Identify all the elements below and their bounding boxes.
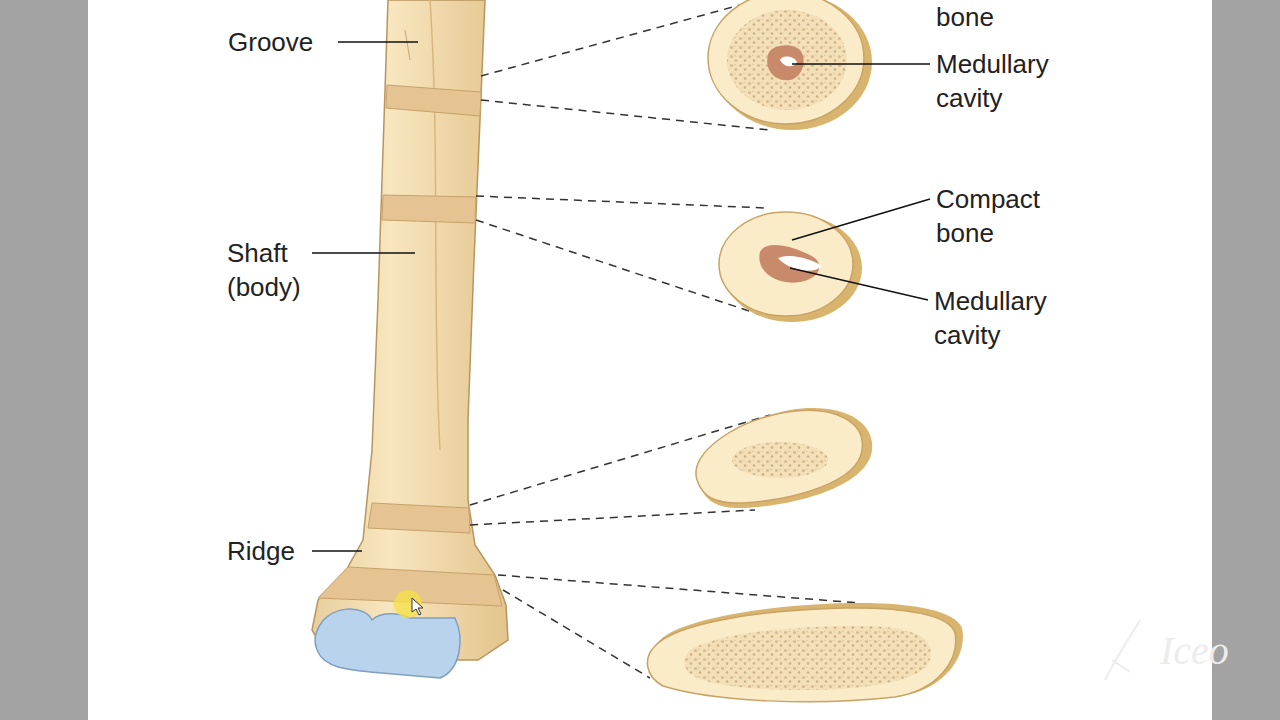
part-label: Ridge	[227, 534, 317, 568]
white-panel	[88, 0, 1212, 720]
part-label: Compact bone	[936, 182, 1086, 250]
part-label: Medullary cavity	[936, 47, 1086, 115]
part-label: Groove	[228, 25, 338, 59]
watermark: Iceo	[1160, 628, 1270, 674]
part-label: Medullary cavity	[934, 284, 1084, 352]
part-label: bone	[936, 0, 1086, 34]
part-label: Shaft (body)	[227, 236, 322, 304]
